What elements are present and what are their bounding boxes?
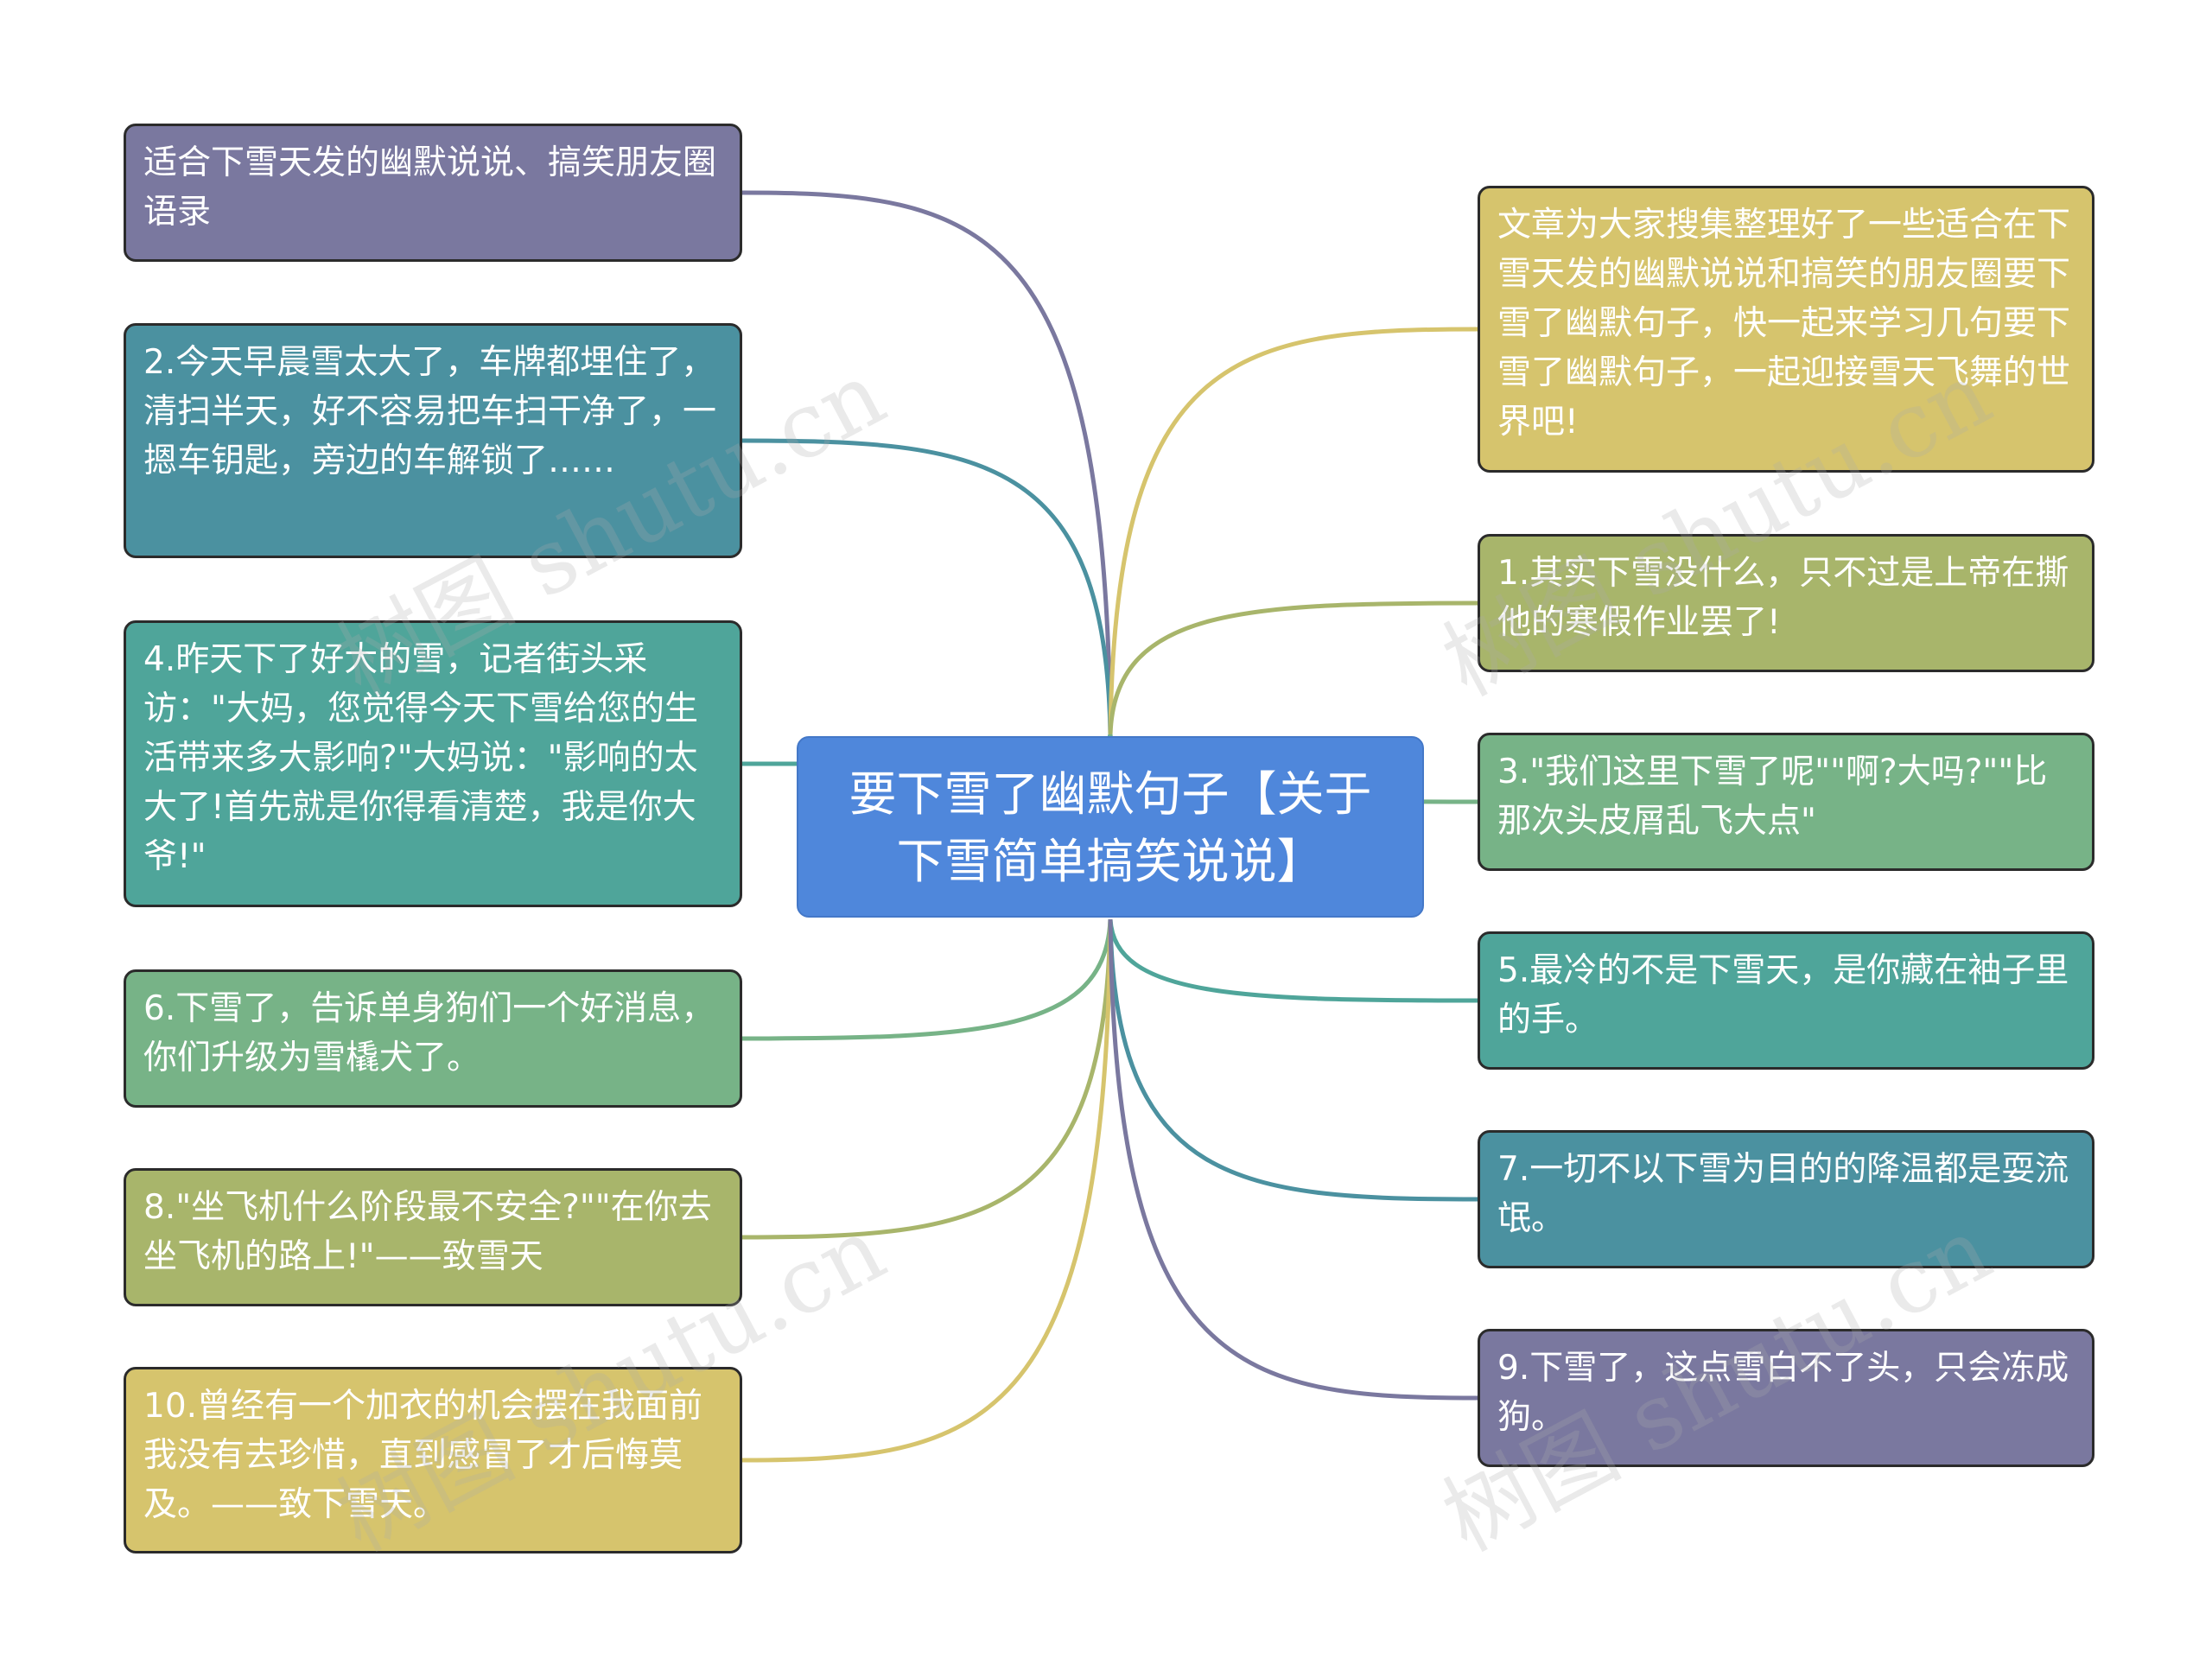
link-L1 [741,190,1113,735]
node-R1[interactable]: 文章为大家搜集整理好了一些适合在下雪天发的幽默说说和搞笑的朋友圈要下雪了幽默句子… [1478,186,2094,473]
link-R2 [1108,600,1478,735]
node-L1[interactable]: 适合下雪天发的幽默说说、搞笑朋友圈语录 [124,124,742,262]
link-L2 [741,438,1113,735]
link-R1 [1108,327,1478,735]
node-L4[interactable]: 6.下雪了，告诉单身狗们一个好消息，你们升级为雪橇犬了。 [124,969,742,1108]
central-topic[interactable]: 要下雪了幽默句子【关于下雪简单搞笑说说】 [797,736,1424,918]
link-R5 [1108,918,1478,1202]
link-R4 [1108,918,1478,1003]
node-L5[interactable]: 8."坐飞机什么阶段最不安全?""在你去坐飞机的路上!"——致雪天 [124,1168,742,1306]
link-L4 [741,918,1113,1041]
node-R2[interactable]: 1.其实下雪没什么，只不过是上帝在撕他的寒假作业罢了! [1478,534,2094,672]
node-L6[interactable]: 10.曾经有一个加衣的机会摆在我面前我没有去珍惜，直到感冒了才后悔莫及。——致下… [124,1367,742,1553]
node-R6[interactable]: 9.下雪了，这点雪白不了头，只会冻成狗。 [1478,1329,2094,1467]
link-L5 [741,918,1113,1240]
node-R4[interactable]: 5.最冷的不是下雪天，是你藏在袖子里的手。 [1478,931,2094,1070]
link-R6 [1108,918,1478,1401]
node-L3[interactable]: 4.昨天下了好大的雪，记者街头采访："大妈，您觉得今天下雪给您的生活带来多大影响… [124,620,742,907]
link-L6 [741,918,1113,1463]
node-L2[interactable]: 2.今天早晨雪太大了，车牌都埋住了，清扫半天，好不容易把车扫干净了，一摁车钥匙，… [124,323,742,558]
node-R3[interactable]: 3."我们这里下雪了呢""啊?大吗?""比那次头皮屑乱飞大点" [1478,733,2094,871]
node-R5[interactable]: 7.一切不以下雪为目的的降温都是耍流氓。 [1478,1130,2094,1268]
